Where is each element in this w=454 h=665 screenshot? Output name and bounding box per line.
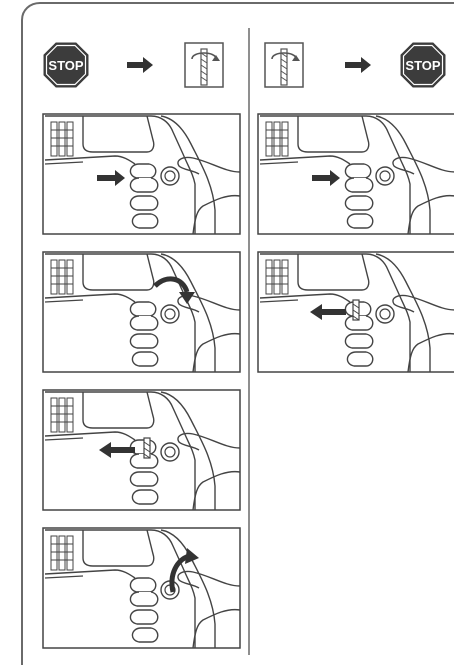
arrow-right-icon [127,57,153,73]
right-step-2-panel [258,252,454,372]
left-step-4-panel [43,528,240,648]
stop-sign-text: STOP [48,58,83,73]
drill-bit-icon [353,300,359,320]
right-step-1-panel [258,114,454,234]
stop-sign-icon: STOP [401,43,445,87]
left-header: STOP [44,43,223,87]
left-step-3-panel [43,390,240,510]
stop-sign-text: STOP [405,58,440,73]
drill-rotate-icon [265,43,303,87]
drill-bit-icon [144,438,150,458]
left-step-2-panel [43,252,240,372]
drill-rotate-icon [185,43,223,87]
right-header: STOP [265,43,445,87]
stop-sign-icon: STOP [44,43,88,87]
left-step-1-panel [43,114,240,234]
arrow-right-icon [345,57,371,73]
